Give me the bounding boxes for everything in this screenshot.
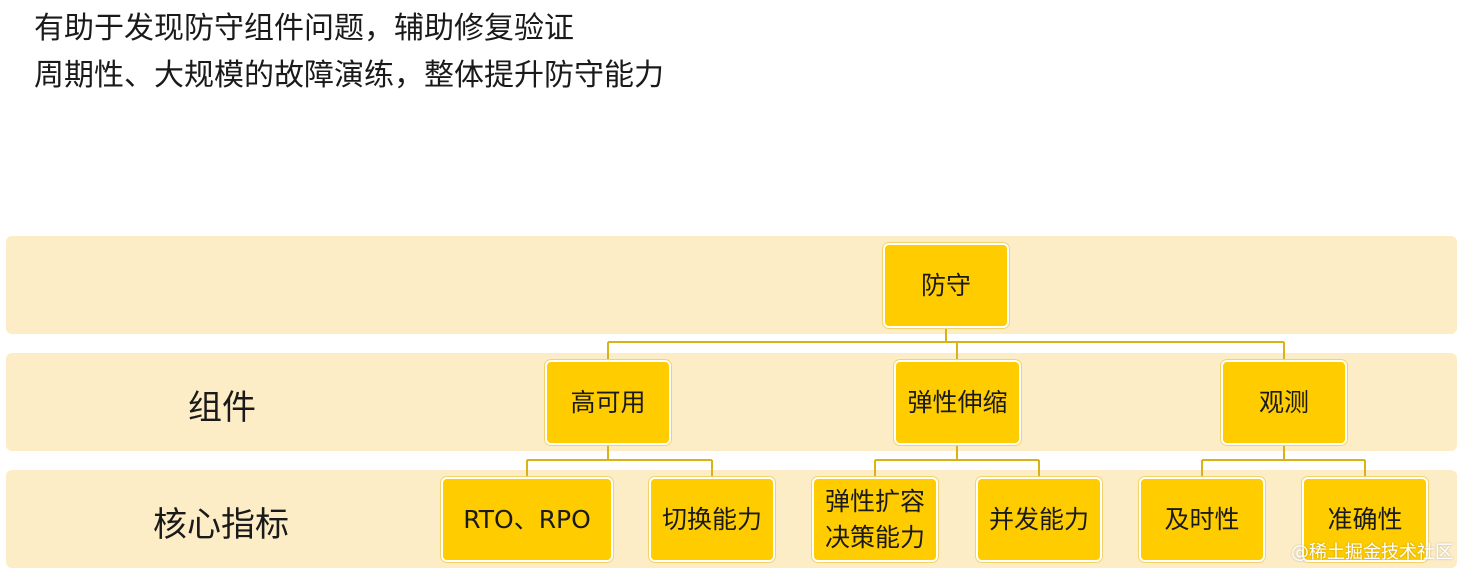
watermark-text: @稀土掘金技术社区 [1291,542,1453,563]
node-component-observe: 观测 [1221,360,1347,445]
node-root: 防守 [883,243,1009,328]
node-component-ha: 高可用 [545,360,671,445]
row-label-metrics: 核心指标 [153,505,289,545]
row-label-components: 组件 [188,388,256,428]
node-metric-concurrency: 并发能力 [976,477,1102,562]
node-metric-switch: 切换能力 [649,477,775,562]
node-metric-timeliness: 及时性 [1139,477,1265,562]
heading-line-1: 有助于发现防守组件问题，辅助修复验证 [34,11,574,46]
node-metric-scale-decision: 弹性扩容 决策能力 [812,477,938,562]
band-root [6,236,1457,334]
node-metric-accuracy: 准确性 [1302,477,1428,562]
heading-line-2: 周期性、大规模的故障演练，整体提升防守能力 [34,58,664,93]
node-component-elastic: 弹性伸缩 [894,360,1021,445]
band-components [6,353,1457,451]
node-metric-rto-rpo: RTO、RPO [441,477,613,562]
